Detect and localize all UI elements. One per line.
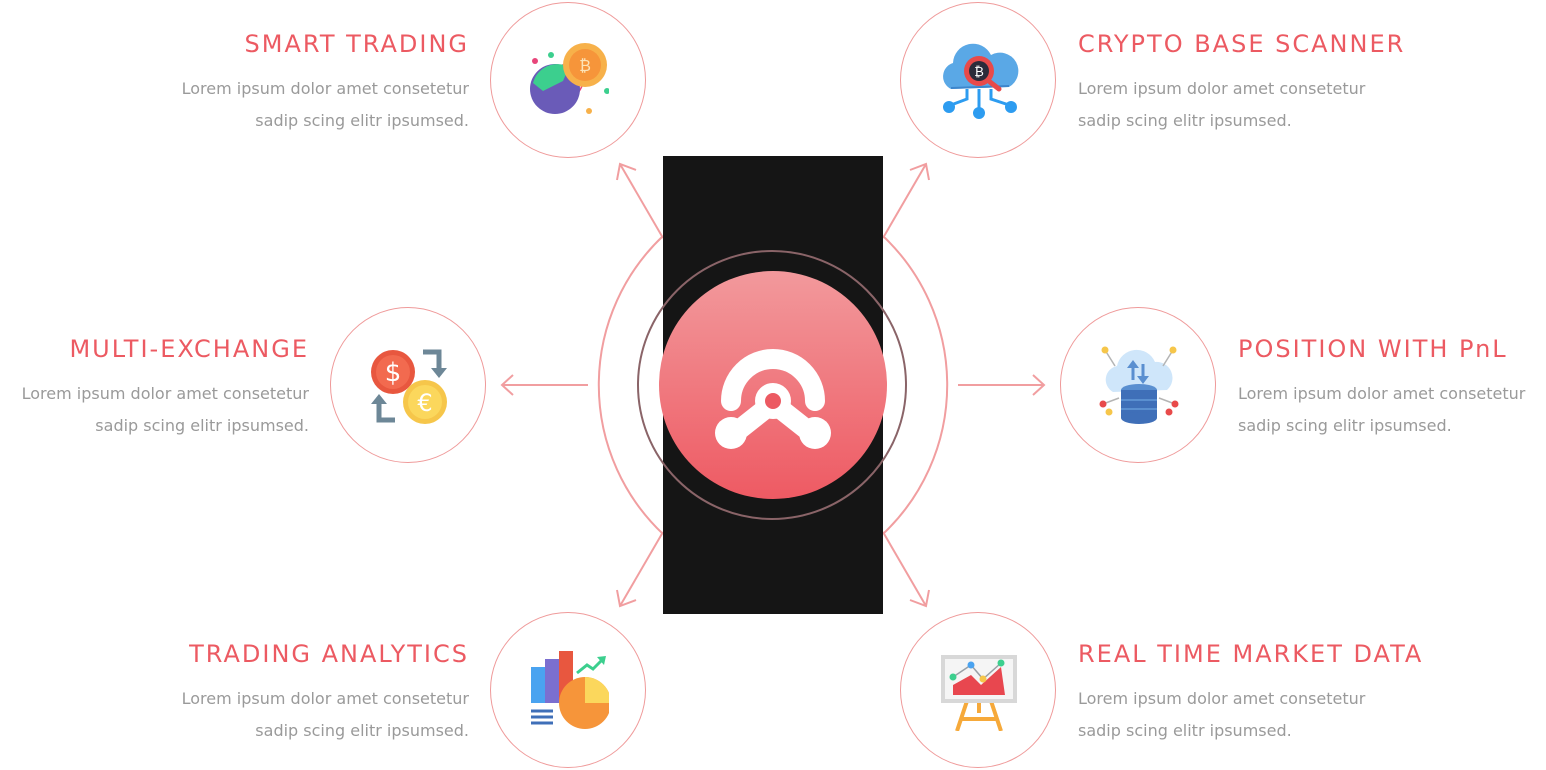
feature-icon-circle: [490, 612, 646, 768]
feature-desc-line1: Lorem ipsum dolor amet consetetur: [1078, 689, 1366, 708]
network-logo-icon: [715, 349, 831, 449]
feature-desc-line2: sadip scing elitr ipsumsed.: [95, 416, 309, 435]
feature-desc-line2: sadip scing elitr ipsumsed.: [1078, 721, 1292, 740]
svg-text:$: $: [385, 358, 402, 388]
feature-title: REAL TIME MARKET DATA: [1078, 640, 1424, 668]
feature-title: CRYPTO BASE SCANNER: [1078, 30, 1406, 58]
feature-icon-circle: [900, 612, 1056, 768]
feature-title: MULTI-EXCHANGE: [69, 335, 309, 363]
easel-chart-icon: [941, 655, 1017, 731]
bitcoin-planet-icon: ₿: [530, 43, 609, 114]
center-hub: [659, 271, 887, 499]
analytics-chart-icon: [531, 651, 609, 729]
currency-exchange-icon: $ €: [371, 349, 447, 424]
feature-desc-line1: Lorem ipsum dolor amet consetetur: [181, 689, 469, 708]
hub-ring: [637, 250, 907, 520]
feature-desc-line2: sadip scing elitr ipsumsed.: [255, 721, 469, 740]
feature-icon-circle: [1060, 307, 1216, 463]
svg-text:₿: ₿: [579, 56, 591, 75]
feature-desc-line1: Lorem ipsum dolor amet consetetur: [1078, 79, 1366, 98]
feature-desc-line2: sadip scing elitr ipsumsed.: [1078, 111, 1292, 130]
bitcoin-cloud-scanner-icon: ₿: [943, 43, 1019, 119]
feature-title: TRADING ANALYTICS: [189, 640, 469, 668]
svg-text:€: €: [417, 389, 432, 417]
feature-desc-line2: sadip scing elitr ipsumsed.: [255, 111, 469, 130]
feature-desc-line1: Lorem ipsum dolor amet consetetur: [1238, 384, 1526, 403]
feature-icon-circle: $ €: [330, 307, 486, 463]
feature-desc-line1: Lorem ipsum dolor amet consetetur: [21, 384, 309, 403]
feature-title: SMART TRADING: [244, 30, 469, 58]
svg-text:₿: ₿: [974, 65, 984, 80]
feature-title: POSITION WITH PnL: [1238, 335, 1508, 363]
cloud-database-icon: [1099, 346, 1179, 424]
feature-icon-circle: ₿: [900, 2, 1056, 158]
feature-desc-line2: sadip scing elitr ipsumsed.: [1238, 416, 1452, 435]
feature-icon-circle: ₿: [490, 2, 646, 158]
feature-desc-line1: Lorem ipsum dolor amet consetetur: [181, 79, 469, 98]
